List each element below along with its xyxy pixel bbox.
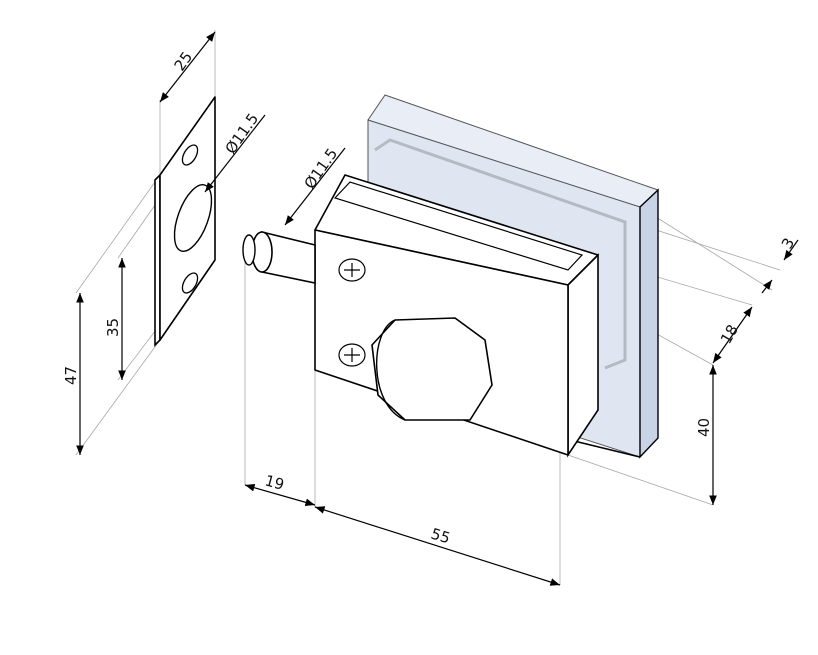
- dim-body-height: 40: [695, 418, 713, 437]
- dim-strike-plate-width: 25: [171, 48, 197, 74]
- dim-bolt-diameter: Ø11.5: [301, 145, 342, 192]
- bolt: [242, 230, 316, 284]
- screw-icon: [338, 343, 366, 367]
- dim-strike-hole-diameter: Ø11.5: [222, 110, 263, 157]
- thumb-turn-knob: [371, 317, 493, 421]
- screw-icon: [338, 258, 366, 282]
- dim-body-width: 55: [429, 525, 453, 548]
- dim-strike-plate-height: 47: [62, 366, 80, 385]
- dim-glass-thickness: 3: [778, 235, 798, 252]
- dim-strike-hole-spacing: 35: [104, 318, 122, 337]
- dim-bolt-projection: 19: [263, 471, 286, 493]
- dim-body-depth: 18: [717, 321, 742, 347]
- dimension-lines: [76, 31, 799, 586]
- strike-plate: [154, 96, 216, 347]
